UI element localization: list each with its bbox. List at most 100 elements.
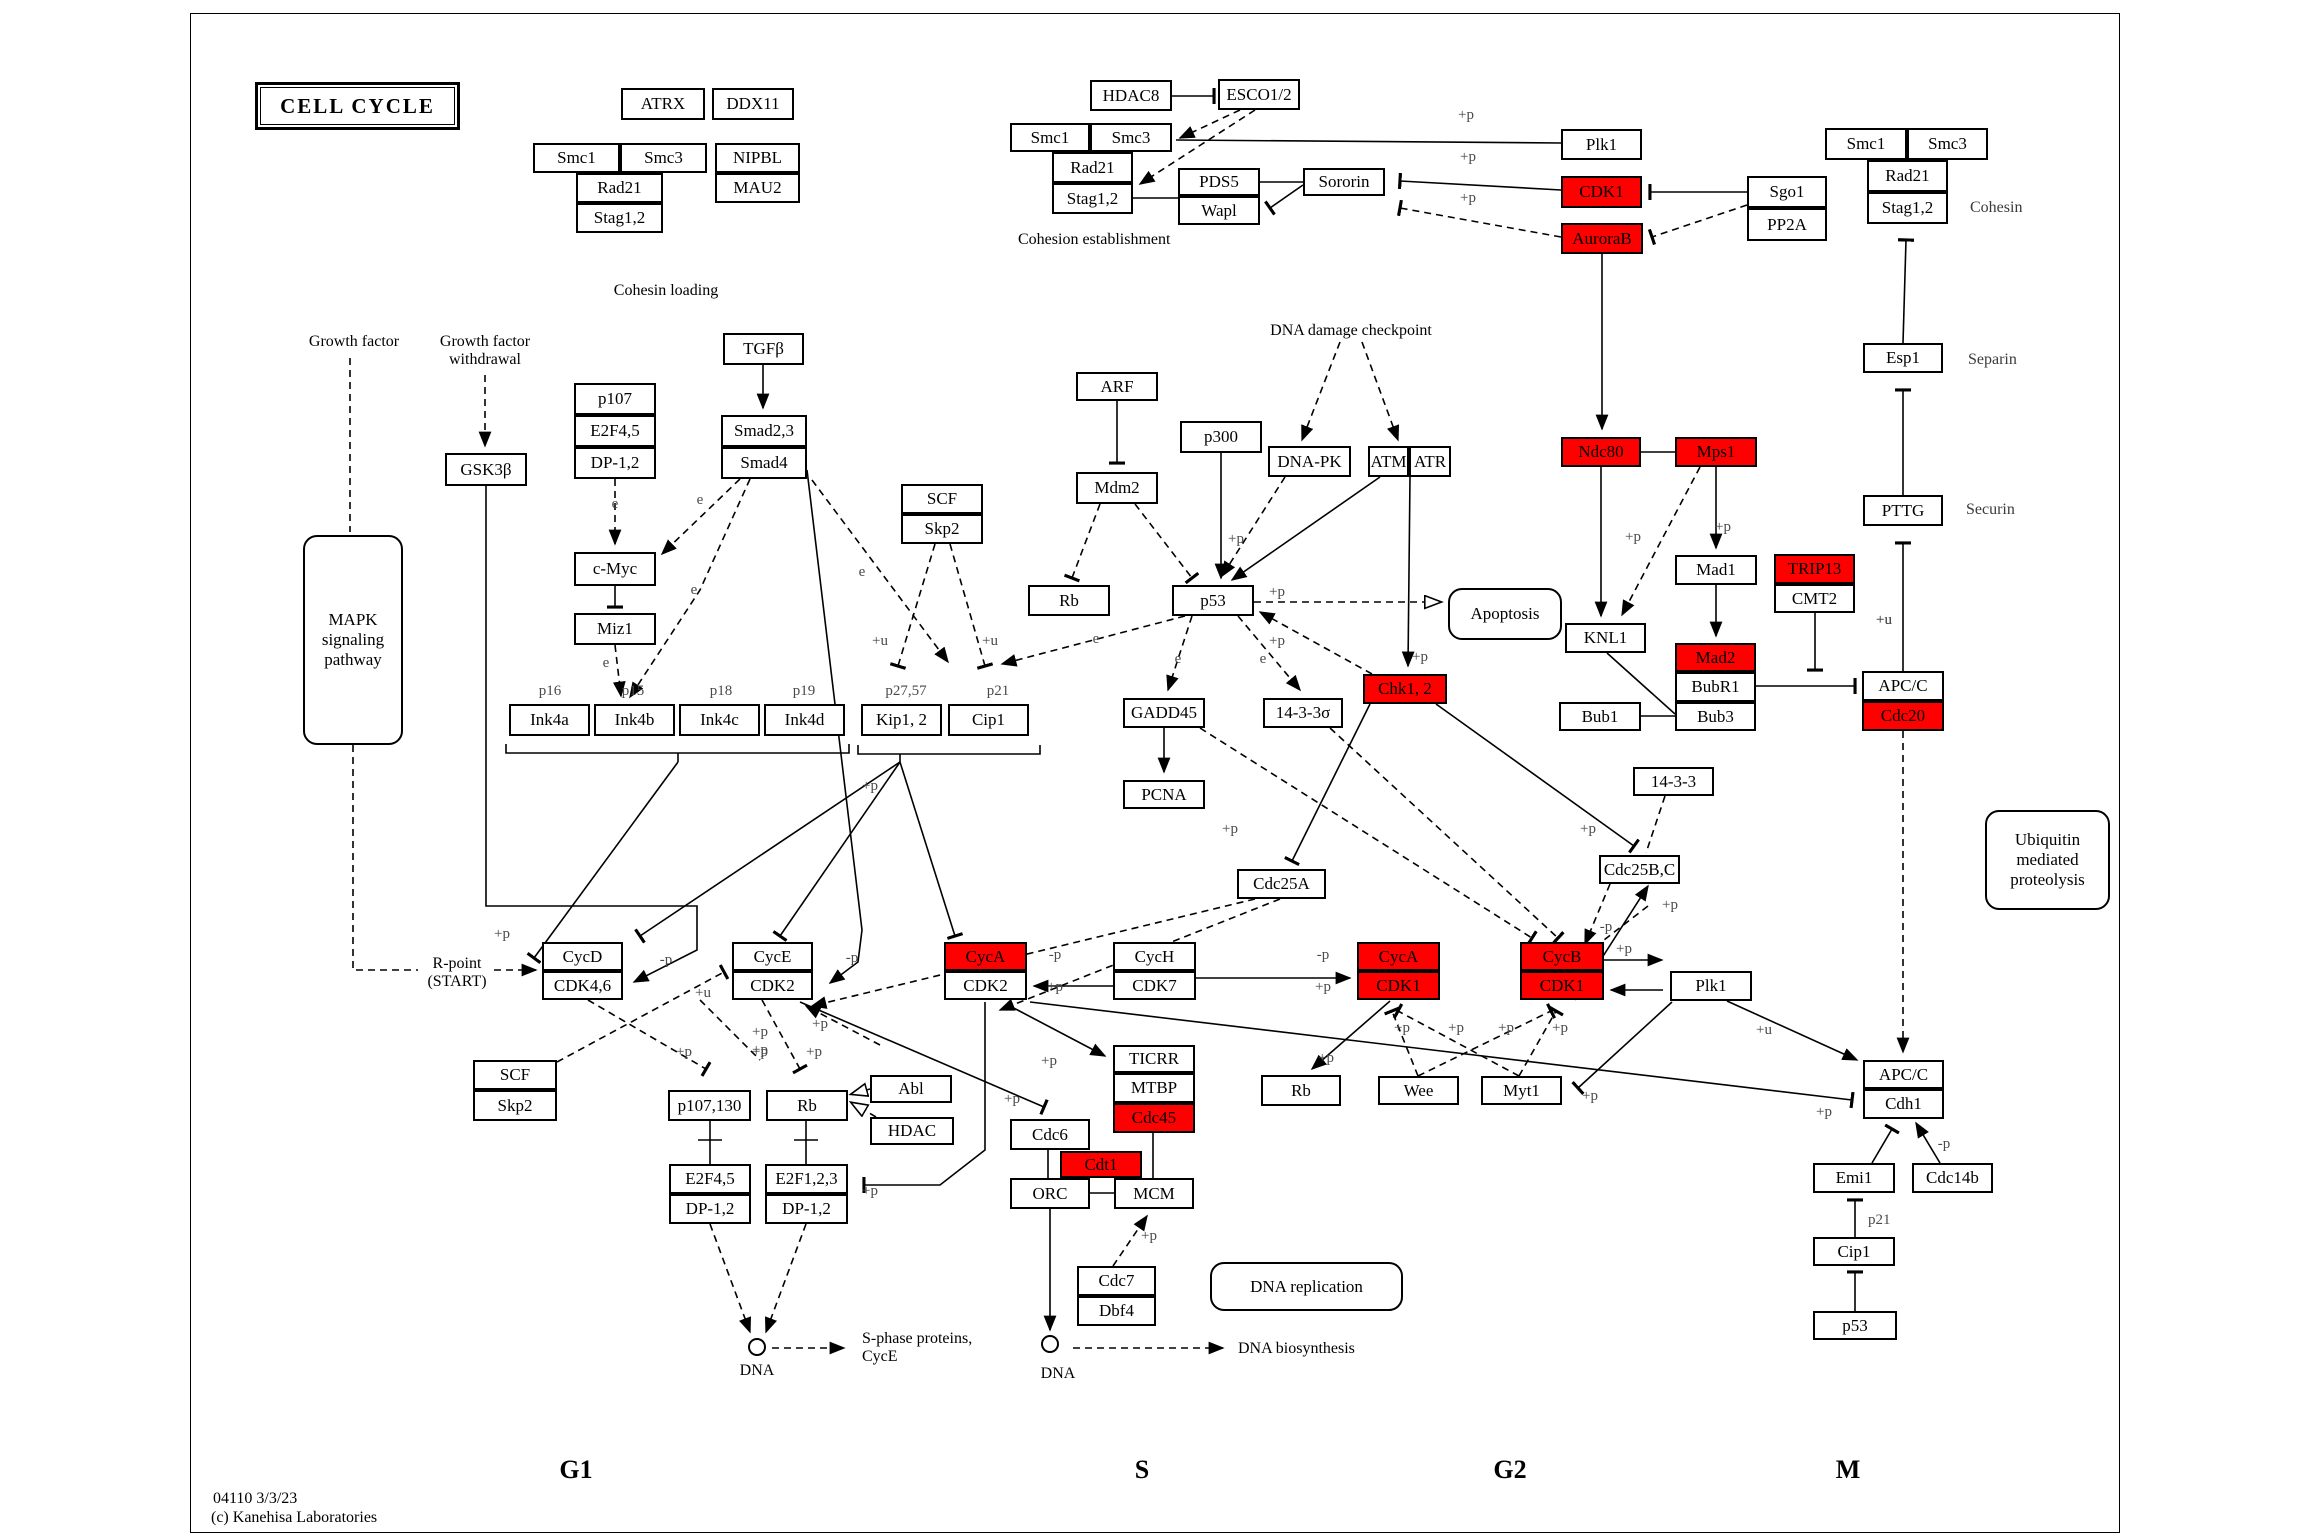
- node-cdk2-b[interactable]: CDK2: [944, 971, 1027, 1000]
- node-nipbl[interactable]: NIPBL: [715, 143, 800, 173]
- node-cycd[interactable]: CycD: [542, 942, 623, 971]
- node-myt1[interactable]: Myt1: [1481, 1076, 1562, 1105]
- node-skp2-a[interactable]: Skp2: [901, 514, 983, 544]
- node-smc3-l[interactable]: Smc3: [620, 143, 707, 173]
- node-cdc20[interactable]: Cdc20: [1862, 701, 1944, 731]
- node-mad1[interactable]: Mad1: [1675, 555, 1757, 585]
- node-atrx[interactable]: ATRX: [621, 88, 705, 120]
- node-ticrr[interactable]: TICRR: [1113, 1045, 1195, 1073]
- node-apcc-b[interactable]: APC/C: [1863, 1060, 1944, 1089]
- node-cmt2[interactable]: CMT2: [1774, 584, 1855, 613]
- node-sororin[interactable]: Sororin: [1303, 168, 1385, 196]
- node-smc1-l[interactable]: Smc1: [533, 143, 620, 173]
- node-cdh1[interactable]: Cdh1: [1863, 1089, 1944, 1119]
- node-atr[interactable]: ATR: [1409, 446, 1451, 477]
- node-pcna[interactable]: PCNA: [1123, 780, 1205, 809]
- node-miz1[interactable]: Miz1: [574, 613, 656, 645]
- node-s14-3-3[interactable]: 14-3-3σ: [1263, 698, 1343, 728]
- node-ink4c[interactable]: Ink4c: [679, 704, 760, 736]
- node-plk1-top[interactable]: Plk1: [1561, 129, 1642, 160]
- node-rad21-m[interactable]: Rad21: [1052, 152, 1133, 183]
- node-ink4b[interactable]: Ink4b: [594, 704, 675, 736]
- node-cdc45[interactable]: Cdc45: [1113, 1103, 1195, 1133]
- node-mad2[interactable]: Mad2: [1675, 643, 1756, 672]
- node-ddx11[interactable]: DDX11: [712, 88, 794, 120]
- node-tgfb[interactable]: TGFβ: [723, 333, 804, 365]
- node-p53-a[interactable]: p53: [1172, 585, 1254, 616]
- node-cdk1-g2[interactable]: CDK1: [1357, 971, 1440, 1000]
- node-p107130[interactable]: p107,130: [668, 1090, 751, 1121]
- node-aurorab[interactable]: AuroraB: [1561, 223, 1643, 254]
- node-cdc14b[interactable]: Cdc14b: [1912, 1163, 1993, 1193]
- node-rb-1[interactable]: Rb: [1028, 585, 1110, 616]
- node-dbf4[interactable]: Dbf4: [1077, 1296, 1156, 1326]
- node-cdk46[interactable]: CDK4,6: [542, 971, 623, 1000]
- node-sgo1[interactable]: Sgo1: [1747, 176, 1827, 208]
- node-apoptosis[interactable]: Apoptosis: [1448, 588, 1562, 640]
- node-wee[interactable]: Wee: [1378, 1076, 1459, 1105]
- node-orc[interactable]: ORC: [1010, 1178, 1090, 1209]
- node-arf[interactable]: ARF: [1076, 372, 1158, 401]
- node-p300[interactable]: p300: [1180, 421, 1262, 453]
- node-e2f123[interactable]: E2F1,2,3: [765, 1164, 848, 1194]
- node-smc3-r[interactable]: Smc3: [1907, 128, 1988, 160]
- node-mtbp[interactable]: MTBP: [1113, 1073, 1195, 1103]
- node-dnapk[interactable]: DNA-PK: [1268, 446, 1351, 477]
- node-emi1[interactable]: Emi1: [1813, 1163, 1895, 1193]
- node-smc1-r[interactable]: Smc1: [1825, 128, 1907, 160]
- node-bub1[interactable]: Bub1: [1559, 702, 1641, 731]
- node-gadd45[interactable]: GADD45: [1123, 698, 1205, 728]
- node-cip1-b[interactable]: Cip1: [1813, 1237, 1895, 1266]
- node-apcc-a[interactable]: APC/C: [1862, 671, 1944, 701]
- node-bub3[interactable]: Bub3: [1675, 702, 1756, 731]
- node-cdk1-top[interactable]: CDK1: [1561, 176, 1642, 208]
- node-cdc7[interactable]: Cdc7: [1077, 1266, 1156, 1296]
- node-cdc25a[interactable]: Cdc25A: [1237, 869, 1326, 899]
- node-title-box[interactable]: CELL CYCLE: [255, 82, 460, 130]
- node-scf-a[interactable]: SCF: [901, 484, 983, 514]
- node-knl1[interactable]: KNL1: [1565, 623, 1646, 653]
- node-mau2[interactable]: MAU2: [715, 173, 800, 203]
- node-smad4[interactable]: Smad4: [721, 447, 807, 479]
- node-scf-b[interactable]: SCF: [473, 1060, 557, 1090]
- node-mdm2[interactable]: Mdm2: [1076, 472, 1158, 504]
- node-cych[interactable]: CycH: [1113, 942, 1196, 971]
- node-cdk1-m[interactable]: CDK1: [1520, 971, 1604, 1000]
- node-cmyc[interactable]: c-Myc: [574, 552, 656, 586]
- node-mapk-box[interactable]: MAPK signaling pathway: [303, 535, 403, 745]
- node-stag12-l[interactable]: Stag1,2: [576, 203, 663, 233]
- node-pttg[interactable]: PTTG: [1863, 495, 1943, 526]
- node-plk1-b[interactable]: Plk1: [1670, 971, 1752, 1001]
- node-wapl[interactable]: Wapl: [1178, 196, 1260, 225]
- node-abl[interactable]: Abl: [870, 1075, 952, 1103]
- node-gsk3b[interactable]: GSK3β: [445, 453, 527, 486]
- node-ndc80[interactable]: Ndc80: [1561, 437, 1641, 467]
- node-rb-2[interactable]: Rb: [766, 1090, 848, 1121]
- node-cyca-g2[interactable]: CycA: [1357, 942, 1440, 971]
- node-cdc6[interactable]: Cdc6: [1010, 1119, 1090, 1150]
- node-stag12-m[interactable]: Stag1,2: [1052, 183, 1133, 214]
- node-chk12[interactable]: Chk1, 2: [1363, 674, 1447, 704]
- node-rad21-l[interactable]: Rad21: [576, 173, 663, 203]
- node-esp1[interactable]: Esp1: [1863, 343, 1943, 373]
- node-mcm[interactable]: MCM: [1114, 1178, 1194, 1209]
- node-ink4a[interactable]: Ink4a: [509, 704, 590, 736]
- node-smc1-m[interactable]: Smc1: [1010, 123, 1090, 152]
- node-cdk7[interactable]: CDK7: [1113, 971, 1196, 1000]
- node-e2f45-a[interactable]: E2F4,5: [574, 415, 656, 447]
- node-cyce[interactable]: CycE: [732, 942, 813, 971]
- node-cdt1[interactable]: Cdt1: [1060, 1151, 1142, 1178]
- node-hdac[interactable]: HDAC: [870, 1117, 954, 1145]
- node-cyca-s[interactable]: CycA: [944, 942, 1027, 971]
- node-cdc25bc[interactable]: Cdc25B,C: [1599, 855, 1680, 884]
- node-pp2a[interactable]: PP2A: [1747, 208, 1827, 241]
- node-smad23[interactable]: Smad2,3: [721, 415, 807, 447]
- node-dp12-c[interactable]: DP-1,2: [765, 1194, 848, 1224]
- node-mps1[interactable]: Mps1: [1675, 437, 1757, 467]
- node-e2f45-b[interactable]: E2F4,5: [669, 1164, 751, 1194]
- node-ink4d[interactable]: Ink4d: [764, 704, 845, 736]
- node-trip13[interactable]: TRIP13: [1774, 554, 1855, 584]
- node-smc3-m[interactable]: Smc3: [1090, 123, 1172, 152]
- node-atm[interactable]: ATM: [1368, 446, 1409, 477]
- node-pds5[interactable]: PDS5: [1178, 168, 1260, 196]
